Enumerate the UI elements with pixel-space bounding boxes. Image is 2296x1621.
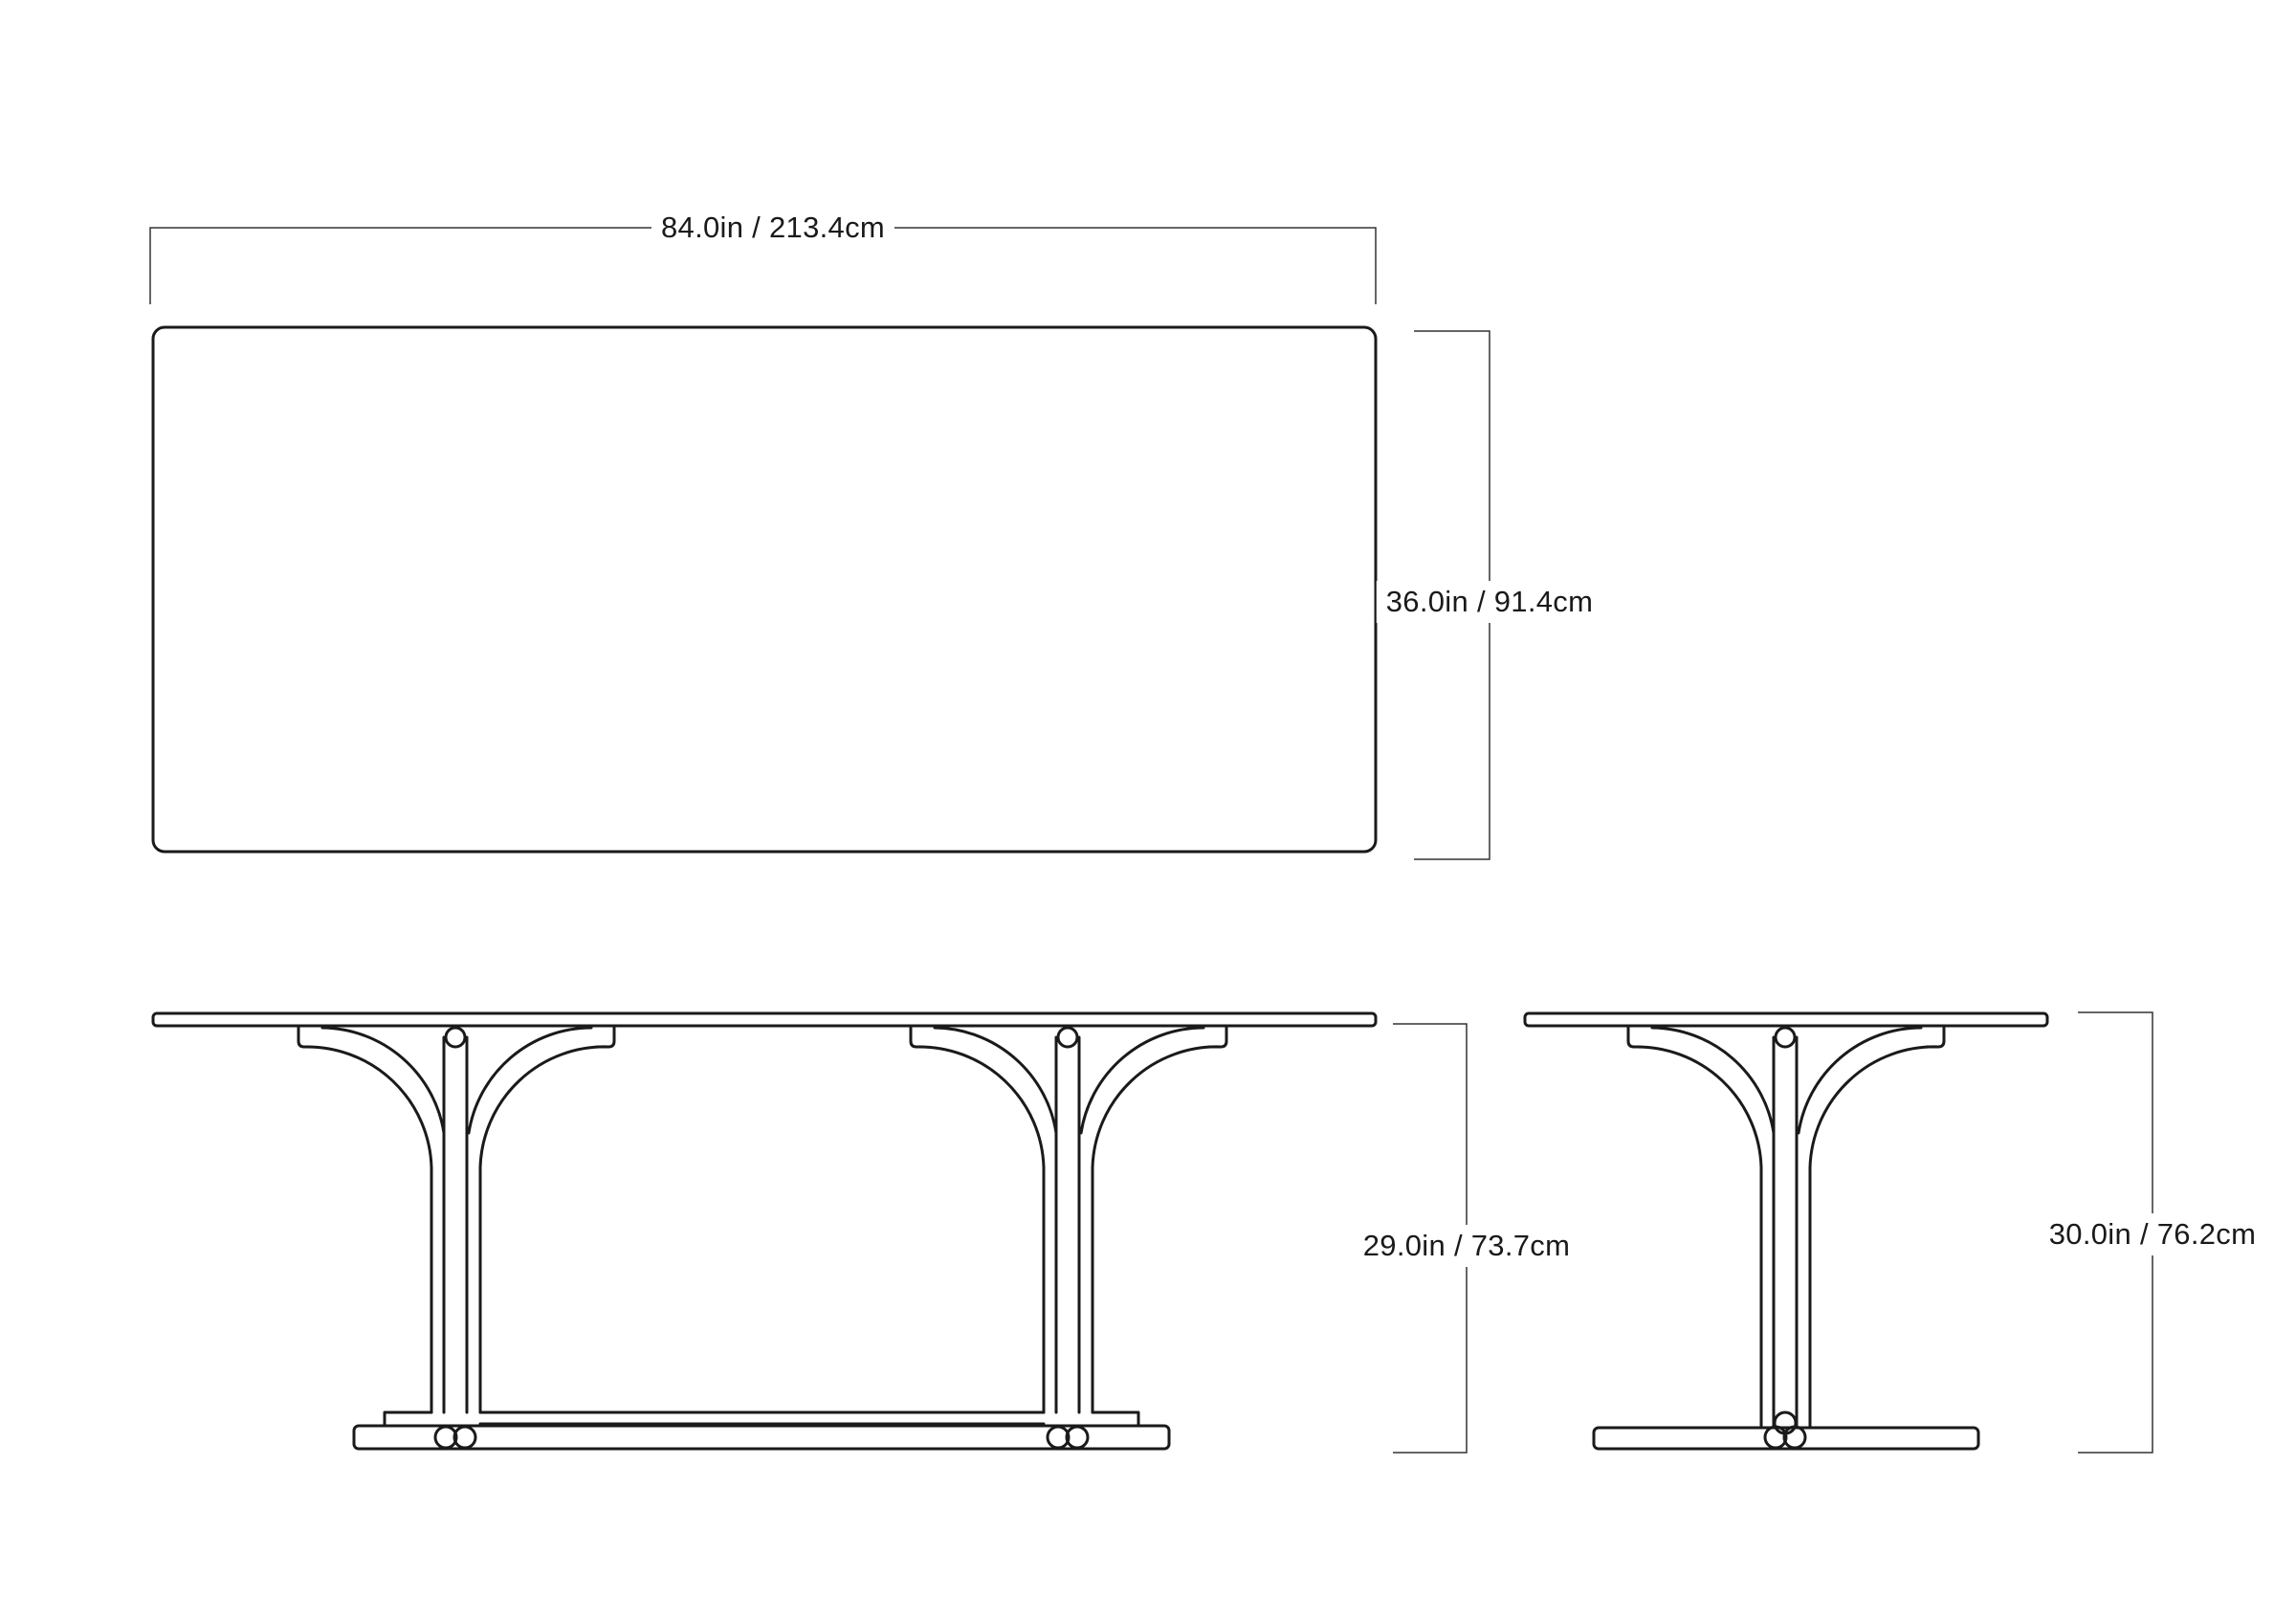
depth-dimension-label: 36.0in / 91.4cm: [1376, 581, 1603, 623]
side-view: [151, 1011, 1378, 1451]
end-height-dimension-label: 30.0in / 76.2cm: [2039, 1213, 2266, 1255]
tabletop-plan: [151, 325, 1378, 854]
side-tabletop: [151, 1011, 1378, 1028]
end-tabletop: [1523, 1011, 2049, 1028]
end-view: [1523, 1011, 2049, 1451]
width-dimension-label: 84.0in / 213.4cm: [651, 207, 894, 249]
top-view: [151, 325, 1378, 854]
side-height-dimension-label: 29.0in / 73.7cm: [1353, 1225, 1580, 1267]
